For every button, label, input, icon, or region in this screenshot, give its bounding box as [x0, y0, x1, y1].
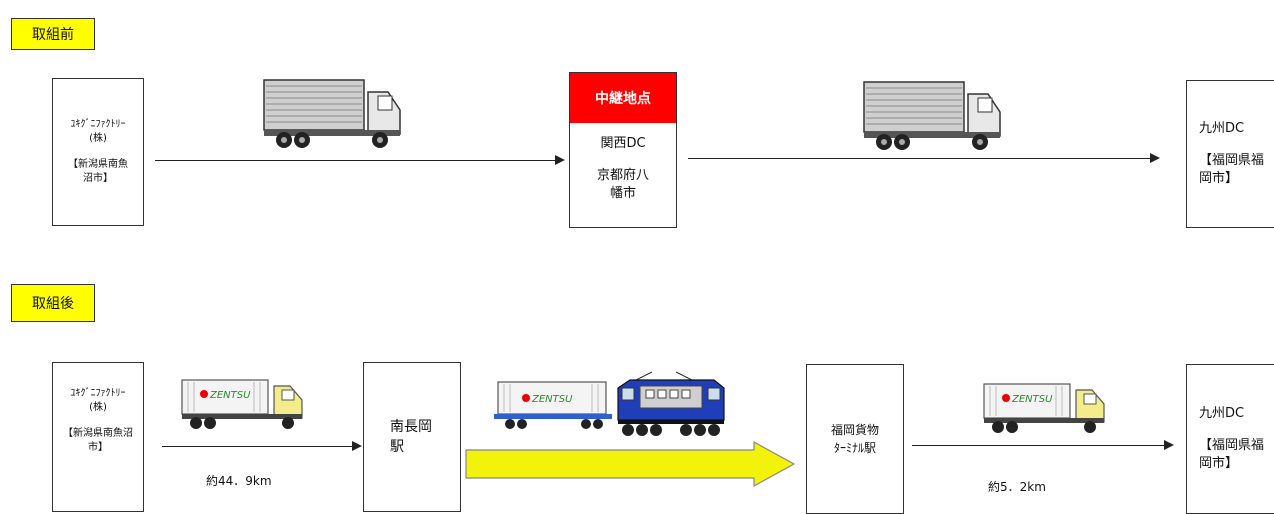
rail-arrow — [465, 440, 796, 488]
truck-icon — [263, 79, 401, 148]
after-arrow-1 — [162, 446, 352, 447]
relay-name: 関西DC — [600, 136, 646, 151]
before-arrow-1 — [155, 160, 555, 161]
before-destination-box: 九州DC 【福岡県福岡市】 — [1186, 80, 1274, 228]
svg-text:ZENTSU: ZENTSU — [209, 390, 251, 401]
freight-train-icon: ZENTSU — [494, 371, 725, 436]
station1-box: 南長岡駅 — [363, 362, 461, 512]
relay-header: 中継地点 — [570, 73, 676, 123]
relay-location: 京都府八幡市 — [596, 168, 649, 201]
container-truck-icon: ZENTSU — [983, 383, 1105, 433]
after-origin-box: ﾕｷｸﾞﾆﾌｧｸﾄﾘｰ(株) 【新潟県南魚沼市】 — [52, 362, 144, 512]
before-arrow-2 — [688, 158, 1150, 159]
station2-box: 福岡貨物ﾀｰﾐﾅﾙ駅 — [806, 364, 904, 514]
after-destination-box: 九州DC 【福岡県福岡市】 — [1186, 364, 1274, 514]
distance-label-1: 約44．9km — [206, 474, 272, 488]
distance-label-2: 約5．2km — [988, 480, 1046, 494]
after-arrowhead-1 — [352, 441, 362, 451]
after-arrowhead-2 — [1164, 440, 1174, 450]
before-origin-box: ﾕｷｸﾞﾆﾌｧｸﾄﾘｰ(株) 【新潟県南魚沼市】 — [52, 78, 144, 226]
origin-location: 【新潟県南魚沼市】 — [68, 159, 128, 184]
before-label: 取組前 — [11, 18, 95, 50]
station1-name: 南長岡駅 — [390, 419, 432, 455]
destination-name: 九州DC — [1199, 121, 1245, 136]
after-arrow-2 — [912, 445, 1164, 446]
before-arrowhead-2 — [1150, 153, 1160, 163]
svg-text:ZENTSU: ZENTSU — [1011, 394, 1053, 405]
relay-box: 中継地点 関西DC 京都府八幡市 — [569, 72, 677, 228]
after-label: 取組後 — [11, 284, 95, 322]
origin-location: 【新潟県南魚沼市】 — [63, 428, 133, 453]
truck-icon — [863, 81, 1001, 150]
destination-name: 九州DC — [1199, 406, 1245, 421]
origin-name: ﾕｷｸﾞﾆﾌｧｸﾄﾘｰ(株) — [70, 388, 126, 413]
before-arrowhead-1 — [555, 155, 565, 165]
container-truck-icon: ZENTSU — [181, 379, 303, 429]
svg-text:ZENTSU: ZENTSU — [531, 394, 573, 405]
destination-location: 【福岡県福岡市】 — [1199, 153, 1265, 186]
destination-location: 【福岡県福岡市】 — [1199, 438, 1265, 471]
station2-name: 福岡貨物ﾀｰﾐﾅﾙ駅 — [830, 423, 879, 455]
origin-name: ﾕｷｸﾞﾆﾌｧｸﾄﾘｰ(株) — [70, 119, 126, 144]
